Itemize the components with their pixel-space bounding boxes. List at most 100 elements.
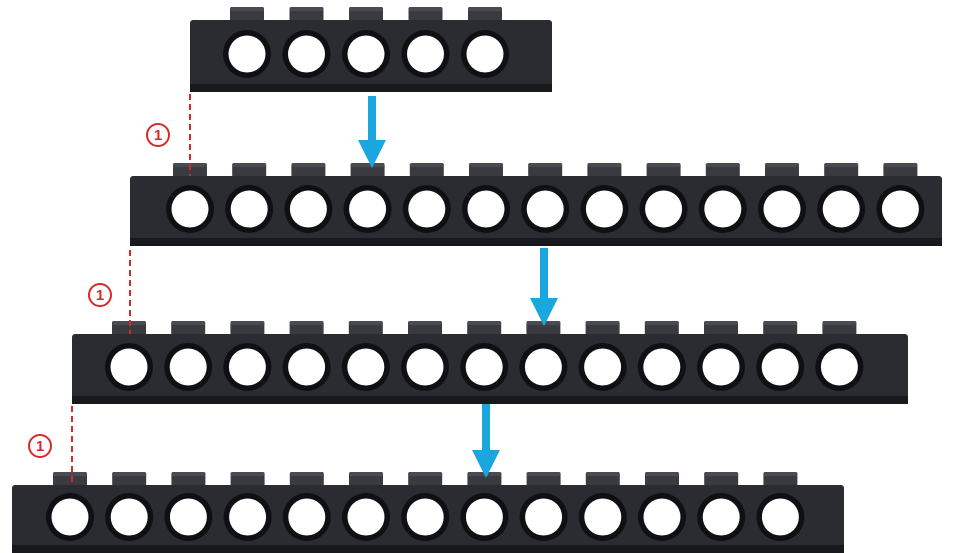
pin-hole	[228, 348, 266, 386]
pin-hole	[820, 348, 858, 386]
stud-highlight	[232, 163, 267, 167]
stud-highlight	[467, 321, 502, 325]
guides-layer	[71, 94, 191, 485]
stud-highlight	[289, 472, 324, 476]
stud-highlight	[528, 163, 563, 167]
pin-hole	[169, 498, 207, 536]
stud-highlight	[53, 472, 87, 476]
bricks-layer	[12, 7, 942, 553]
pin-hole	[465, 348, 503, 386]
stud-highlight	[409, 163, 444, 167]
pin-hole	[408, 190, 446, 228]
stud-highlight	[587, 163, 622, 167]
stud-highlight	[645, 472, 679, 476]
stud-highlight	[230, 321, 265, 325]
pin-hole	[645, 190, 683, 228]
pin-hole	[467, 190, 505, 228]
pin-hole	[406, 498, 444, 536]
technic-brick	[72, 321, 908, 404]
stud-highlight	[822, 321, 857, 325]
stud-highlight	[644, 321, 679, 325]
pin-hole	[347, 498, 385, 536]
pin-hole	[584, 348, 622, 386]
arrow-head	[358, 140, 386, 168]
pin-hole	[704, 190, 742, 228]
stud-highlight	[704, 472, 739, 476]
step-callout: 1	[88, 283, 112, 307]
callout-circle	[28, 434, 52, 458]
down-arrow-icon	[358, 96, 386, 168]
arrow-head	[530, 298, 558, 326]
stud-highlight	[883, 163, 918, 167]
pin-hole	[526, 190, 564, 228]
pin-hole	[702, 498, 740, 536]
pin-hole	[229, 498, 267, 536]
stud-highlight	[171, 321, 206, 325]
pin-hole	[407, 35, 444, 73]
brick-bottom-edge	[12, 545, 844, 553]
step-callout: 1	[28, 434, 52, 458]
stud-highlight	[824, 163, 859, 167]
stud-highlight	[291, 163, 326, 167]
technic-brick	[190, 7, 552, 92]
pin-hole	[584, 498, 622, 536]
technic-brick	[12, 472, 844, 553]
stud-highlight	[585, 321, 620, 325]
stud-highlight	[349, 7, 383, 11]
pin-hole	[761, 348, 799, 386]
technic-brick	[130, 163, 942, 246]
pin-hole	[347, 35, 385, 73]
pin-hole	[822, 190, 860, 228]
brick-bottom-edge	[190, 84, 552, 92]
callout-circle	[88, 283, 112, 307]
stud-highlight	[468, 7, 502, 11]
arrow-head	[472, 450, 500, 478]
pin-hole	[349, 190, 387, 228]
pin-hole	[288, 35, 325, 73]
arrow-shaft	[540, 248, 548, 300]
stud-highlight	[763, 321, 798, 325]
stud-highlight	[763, 472, 798, 476]
callout-label: 1	[36, 438, 44, 455]
stud-highlight	[349, 472, 383, 476]
pin-hole	[169, 348, 207, 386]
stud-highlight	[704, 321, 738, 325]
stud-highlight	[705, 163, 740, 167]
stud-highlight	[765, 163, 799, 167]
pin-hole	[51, 498, 89, 536]
pin-hole	[643, 498, 681, 536]
stud-highlight	[585, 472, 620, 476]
pin-hole	[347, 348, 385, 386]
pin-hole	[406, 348, 444, 386]
callout-label: 1	[96, 287, 104, 304]
callouts-layer: 1 1 1	[28, 123, 170, 458]
pin-hole	[702, 348, 740, 386]
pin-hole	[524, 348, 562, 386]
pin-hole	[525, 498, 563, 536]
stud-highlight	[171, 472, 206, 476]
pin-hole	[465, 498, 503, 536]
pin-hole	[466, 35, 504, 73]
pin-hole	[110, 348, 148, 386]
arrow-shaft	[368, 96, 376, 142]
stud-highlight	[408, 472, 443, 476]
arrow-shaft	[482, 404, 490, 452]
pin-hole	[228, 35, 266, 73]
stud-highlight	[230, 7, 264, 11]
stud-highlight	[469, 163, 503, 167]
step-callout: 1	[146, 123, 170, 147]
stud-highlight	[408, 7, 443, 11]
stud-highlight	[289, 7, 324, 11]
down-arrow-icon	[530, 248, 558, 326]
pin-hole	[171, 190, 209, 228]
pin-hole	[643, 348, 681, 386]
callout-circle	[146, 123, 170, 147]
pin-hole	[585, 190, 623, 228]
stud-highlight	[289, 321, 324, 325]
stud-highlight	[408, 321, 442, 325]
pin-hole	[761, 498, 799, 536]
pin-hole	[763, 190, 801, 228]
stud-highlight	[112, 472, 147, 476]
callout-label: 1	[154, 127, 162, 144]
